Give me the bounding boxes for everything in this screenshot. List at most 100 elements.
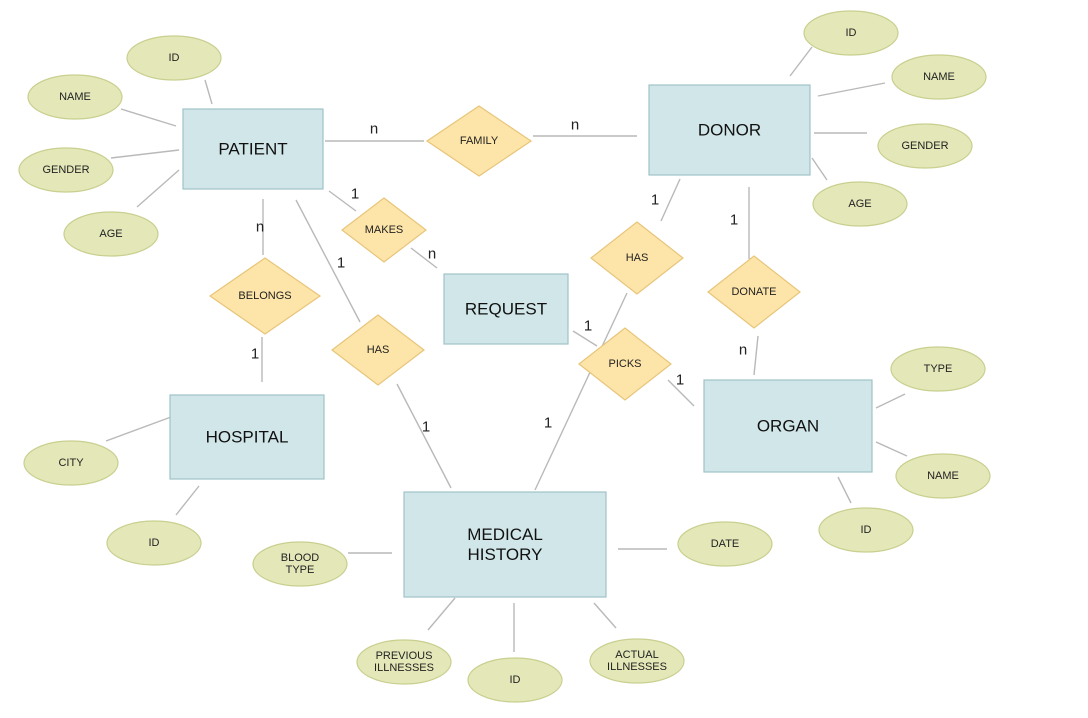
connector-line-8 [811,157,828,181]
attribute-patient-gender-label: GENDER [42,164,89,176]
attribute-mh-previous-illnesses-label-line-2: ILLNESSES [374,662,434,674]
entity-patient [182,108,324,190]
cardinality-history-has-patient: 1 [422,419,430,436]
relationship-family-label: FAMILY [460,135,499,147]
relationship-donate [707,255,801,329]
relationship-picks [578,327,672,401]
relationship-has-patient [331,314,425,386]
attribute-donor-id-label: ID [846,27,857,39]
cardinality-patient-belongs: n [256,219,264,236]
relationship-donate-label: DONATE [731,286,776,298]
attribute-hospital-id-label: ID [149,537,160,549]
connector-line-21 [328,190,357,212]
diagram-shapes: PATIENTDONORREQUESTHOSPITALORGANMEDICALH… [18,10,991,703]
connector-line-25 [295,199,361,323]
attribute-mh-previous-illnesses [356,639,452,685]
cardinality-organ-picks: 1 [676,372,684,389]
relationship-belongs-label: BELONGS [238,290,291,302]
attribute-organ-id-label: ID [861,524,872,536]
connector-line-27 [660,178,681,222]
attribute-mh-previous-illnesses-label-line-1: PREVIOUS [376,650,433,662]
connector-line-3 [110,149,180,159]
connector-line-6 [817,82,886,97]
attribute-donor-age [812,181,908,227]
entity-donor-label: DONOR [698,121,761,140]
attribute-mh-blood-type-label-line-1: BLOOD [281,552,320,564]
cardinality-donor-has: 1 [651,192,659,209]
attribute-patient-id [126,35,222,81]
connector-lines [105,46,908,652]
attribute-organ-name-label: NAME [927,470,959,482]
entity-organ [703,379,873,473]
attribute-patient-id-label: ID [169,52,180,64]
relationship-belongs [208,257,322,335]
attribute-patient-age [63,211,159,257]
connector-line-22 [410,247,438,269]
attribute-donor-age-label: AGE [848,198,871,210]
cardinality-patient-makes: 1 [351,186,359,203]
connector-line-10 [175,485,200,516]
attribute-mh-blood-type-label-line-2: TYPE [286,564,315,576]
attribute-mh-id-label: ID [510,674,521,686]
attribute-hospital-city-label: CITY [58,457,84,469]
entity-hospital [169,394,325,480]
relationship-has-donor [590,221,684,295]
cardinality-request-makes: n [428,246,436,263]
connector-line-12 [875,441,908,457]
cardinality-hospital-belongs: 1 [251,346,259,363]
attribute-mh-actual-illnesses-label-line-1: ACTUAL [615,649,658,661]
entity-donor [648,84,811,176]
entity-medical-history [403,491,607,598]
relationship-has-patient-label: HAS [367,344,390,356]
entity-request-label: REQUEST [465,300,547,319]
connector-line-2 [120,108,177,127]
entity-patient-label: PATIENT [218,140,287,159]
cardinality-patient-has: 1 [337,255,345,272]
attribute-donor-gender-label: GENDER [901,140,948,152]
attribute-donor-gender [877,123,973,169]
attribute-mh-id [467,657,563,703]
connector-line-31 [572,330,598,347]
attribute-organ-id [818,507,914,553]
attribute-donor-id [803,10,899,56]
cardinality-request-picks: 1 [584,318,592,335]
attribute-patient-name-label: NAME [59,91,91,103]
connector-line-4 [136,169,180,208]
connector-line-1 [204,79,213,105]
attribute-hospital-city [23,440,119,486]
cardinality-patient-family: n [370,121,378,138]
attribute-patient-age-label: AGE [99,228,122,240]
attribute-mh-date [677,521,773,567]
attribute-donor-name [891,54,987,100]
relationship-family [425,105,533,177]
cardinality-history-has-donor: 1 [544,415,552,432]
attribute-organ-name [895,453,991,499]
relationship-has-donor-label: HAS [626,252,649,264]
connector-line-18 [593,602,617,629]
entity-medical-history-label-line-2: HISTORY [468,545,543,564]
attribute-mh-blood-type [252,541,348,587]
connector-line-28 [534,292,628,491]
connector-line-26 [396,383,452,489]
cardinality-donor-family: n [571,117,579,134]
connector-line-9 [105,416,172,442]
connector-line-13 [837,476,852,504]
relationship-picks-label: PICKS [608,358,641,370]
connector-line-11 [875,393,906,409]
relationship-makes-label: MAKES [365,224,404,236]
connector-line-16 [427,597,456,631]
entity-request [443,273,569,345]
entity-medical-history-label-line-1: MEDICAL [467,525,543,544]
entity-hospital-label: HOSPITAL [206,428,289,447]
connector-line-32 [667,379,695,407]
attribute-mh-actual-illnesses-label-line-2: ILLNESSES [607,661,667,673]
relationship-makes [341,197,427,263]
cardinality-organ-donate: n [739,342,747,359]
attribute-organ-type [890,346,986,392]
attribute-mh-actual-illnesses [589,638,685,684]
attribute-patient-gender [18,147,114,193]
attribute-patient-name [27,74,123,120]
connector-line-5 [789,46,813,77]
